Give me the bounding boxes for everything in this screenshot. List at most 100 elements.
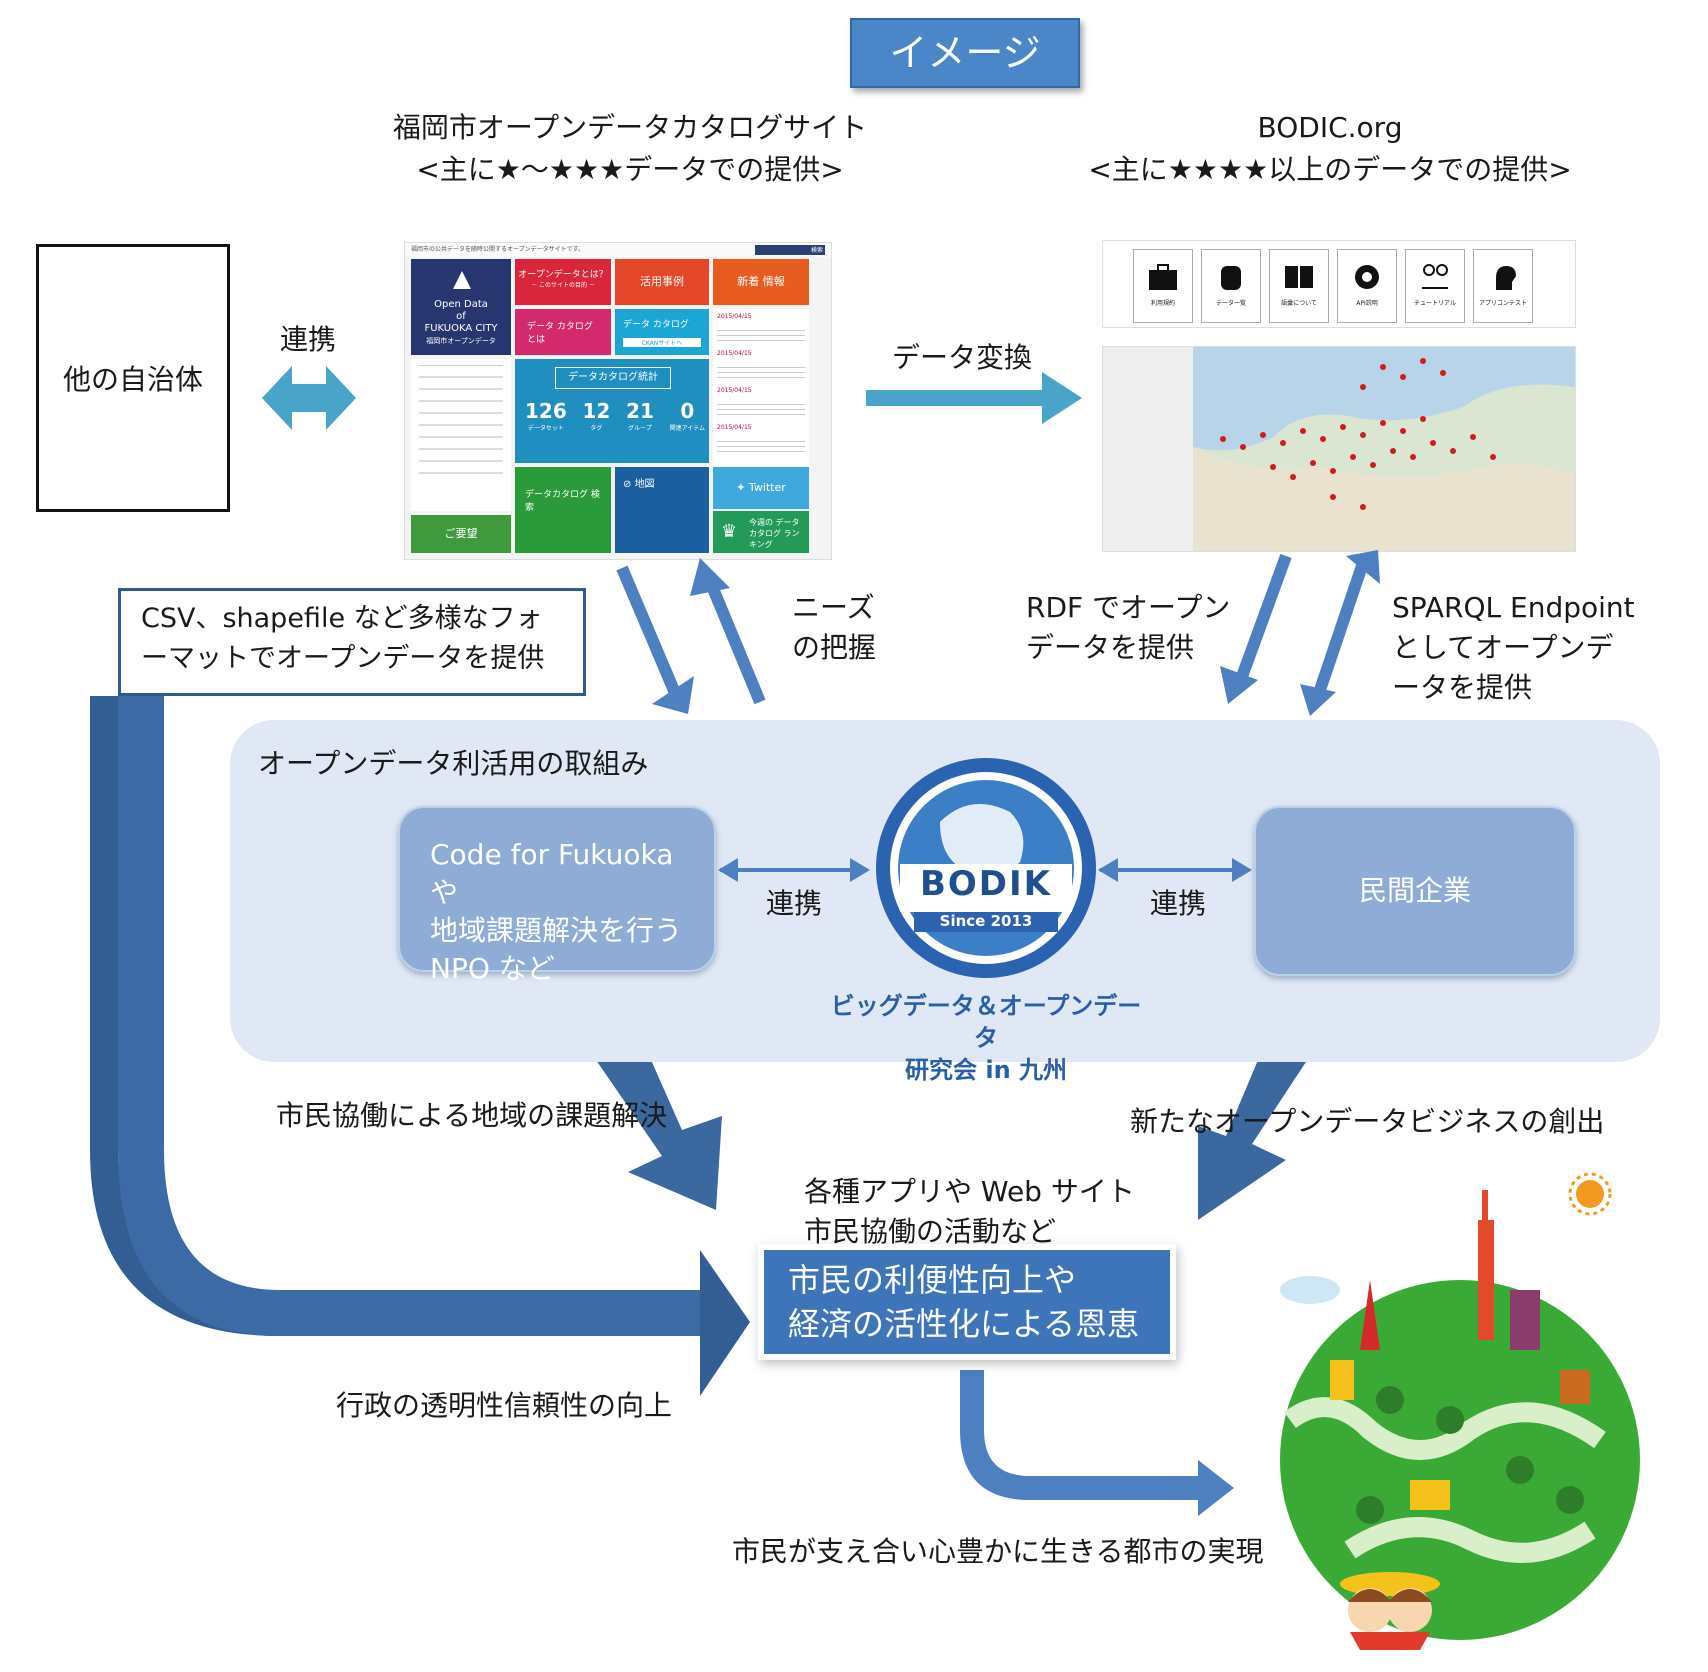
benefit-line-1: 市民の利便性向上や (788, 1261, 1077, 1299)
bodic-icon-label-6: アプリコンテスト (1478, 300, 1527, 307)
bodic-icon-label-3: 語彙について (1281, 300, 1317, 307)
bodik-name: BODIK (919, 864, 1053, 904)
tile-search: データカタログ 検索 (515, 467, 611, 553)
map-pin-icon (1422, 264, 1448, 289)
goal-label: 市民が支え合い心豊かに生きる都市の実現 (732, 1535, 1264, 1568)
bodic-icon-tile-5: チュートリアル (1405, 249, 1465, 323)
bodik-caption-line-2: 研究会 in 九州 (904, 1056, 1068, 1084)
right-site-note: <主に★★★★以上のデータでの提供> (1088, 153, 1572, 186)
csv-format-box: CSV、shapefile など多様なフォーマットでオープンデータを提供 (118, 588, 586, 696)
needs-line-1: ニーズ (792, 591, 875, 624)
panel-title: オープンデータ利活用の取組み (258, 747, 649, 780)
site-logo: Open Data of FUKUOKA CITY 福岡市オープンデータ (411, 259, 511, 355)
city-globe-illustration (1280, 1172, 1640, 1650)
news-date-2: 2015/04/15 (717, 350, 752, 357)
sparql-line-1: SPARQL Endpoint (1392, 591, 1635, 624)
tile-ckan-label: データ カタログ (623, 320, 689, 330)
civic-label: 市民協働による地域の課題解決 (276, 1099, 668, 1132)
transparency-label: 行政の透明性信頼性の向上 (336, 1389, 673, 1422)
head-icon (1496, 266, 1516, 290)
bodik-caption: ビッグデータ＆オープンデータ 研究会 in 九州 (820, 990, 1152, 1086)
stat-value-1: 126 (525, 399, 567, 423)
sparql-double-arrow (1314, 558, 1370, 692)
stat-value-4: 0 (680, 399, 695, 423)
needs-line-2: の把握 (792, 631, 877, 664)
bodic-map (1102, 346, 1576, 552)
tile-request: ご要望 (411, 515, 511, 553)
site-side-menu (411, 359, 511, 511)
bodik-logo (876, 758, 1096, 978)
stat-value-2: 12 (582, 399, 611, 423)
apps-line-1: 各種アプリや Web サイト (804, 1175, 1135, 1208)
bodik-caption-line-1: ビッグデータ＆オープンデータ (830, 992, 1142, 1052)
bodic-icon-tile-1: 利用規約 (1133, 249, 1193, 323)
code-for-fukuoka-box: Code for Fukuoka や 地域課題解決を行う NPO など (398, 806, 716, 985)
other-municipality-box: 他の自治体 (36, 244, 230, 512)
left-site-note: <主に★～★★★データでの提供> (416, 153, 844, 186)
bodic-icon-tile-4: API説明 (1337, 249, 1397, 323)
code-for-line-3: NPO など (430, 952, 555, 985)
private-company-label: 民間企業 (1358, 874, 1471, 907)
tile-ckan: データ カタログ CKANサイトへ (615, 309, 709, 355)
sparql-label: SPARQL Endpoint としてオープンデ ータを提供 (1392, 588, 1635, 708)
news-date-3: 2015/04/15 (717, 387, 752, 394)
title-badge: イメージ (850, 18, 1080, 88)
code-for-line-2: 地域課題解決を行う (430, 914, 683, 947)
stat-value-3: 21 (626, 399, 654, 423)
needs-up-arrow (706, 583, 766, 705)
site-search-button: 検索 (755, 245, 825, 255)
tile-opendata: オープンデータとは？ － このサイトの目的 － (515, 259, 611, 305)
rdf-line-2: データを提供 (1026, 631, 1195, 664)
code-for-line-1: Code for Fukuoka や (430, 838, 674, 909)
tile-usecase: 活用事例 (615, 259, 709, 305)
tile-twitter: ✦ Twitter (713, 467, 809, 509)
right-site-name: BODIC.org (1257, 111, 1403, 144)
stat-label-2: タグ (590, 425, 603, 432)
private-company-box: 民間企業 (1254, 806, 1576, 976)
left-site-name: 福岡市オープンデータカタログサイト (392, 111, 868, 144)
link-double-arrow (262, 366, 356, 430)
bodic-icon-tile-6: アプリコンテスト (1473, 249, 1533, 323)
link-left-label: 連携 (766, 887, 823, 920)
bodic-icon-tile-2: データ一覧 (1201, 249, 1261, 323)
needs-label: ニーズ の把握 (792, 588, 876, 668)
site-to-panel-arrow (616, 565, 684, 703)
compass-icon: ⊘ (623, 479, 635, 490)
apps-line-2: 市民協働の活動など (804, 1215, 1057, 1248)
tile-stats-label: データカタログ統計 (555, 367, 671, 389)
stat-label-4: 関連アイテム (669, 425, 705, 432)
logo-line-1: Open Data (434, 299, 488, 310)
tile-opendata-sub: － このサイトの目的 － (531, 282, 595, 289)
tile-ranking: ♛ 今週の データカタログ ランキング (713, 511, 809, 553)
twitter-icon: ✦ (736, 481, 749, 494)
news-list: 2015/04/15 2015/04/15 2015/04/15 2015/04… (713, 309, 809, 489)
database-icon (1221, 266, 1241, 290)
book-icon (1285, 266, 1313, 288)
link-right-label: 連携 (1150, 887, 1207, 920)
tile-news: 新着 情報 (713, 259, 809, 305)
crown-icon: ♛ (721, 521, 738, 542)
bodic-icon-label-4: API説明 (1356, 300, 1378, 307)
logo-line-3: FUKUOKA CITY (424, 323, 498, 334)
logo-line-4: 福岡市オープンデータ (426, 337, 496, 345)
bodic-map-graphic (1103, 347, 1575, 551)
sparql-line-2: としてオープンデ (1392, 631, 1614, 664)
tile-ranking-label: 今週の データカタログ ランキング (749, 518, 800, 549)
business-label: 新たなオープンデータビジネスの創出 (1130, 1105, 1605, 1138)
bodic-icon-tile-3: 語彙について (1269, 249, 1329, 323)
data-convert-arrow (866, 372, 1082, 424)
briefcase-icon (1149, 264, 1177, 290)
logo-mark-icon (453, 271, 471, 289)
tile-map: ⊘ 地図 (615, 467, 709, 553)
bodic-icon-label-2: データ一覧 (1215, 300, 1246, 307)
apps-label: 各種アプリや Web サイト 市民協働の活動など (804, 1172, 1135, 1252)
rdf-line-1: RDF でオープン (1026, 591, 1231, 624)
benefit-line-2: 経済の活性化による恩恵 (788, 1305, 1140, 1343)
stat-label-3: グループ (628, 425, 652, 432)
other-municipality-label: 他の自治体 (62, 363, 203, 396)
rdf-down-arrow (1234, 553, 1292, 685)
rdf-label: RDF でオープン データを提供 (1026, 588, 1230, 668)
